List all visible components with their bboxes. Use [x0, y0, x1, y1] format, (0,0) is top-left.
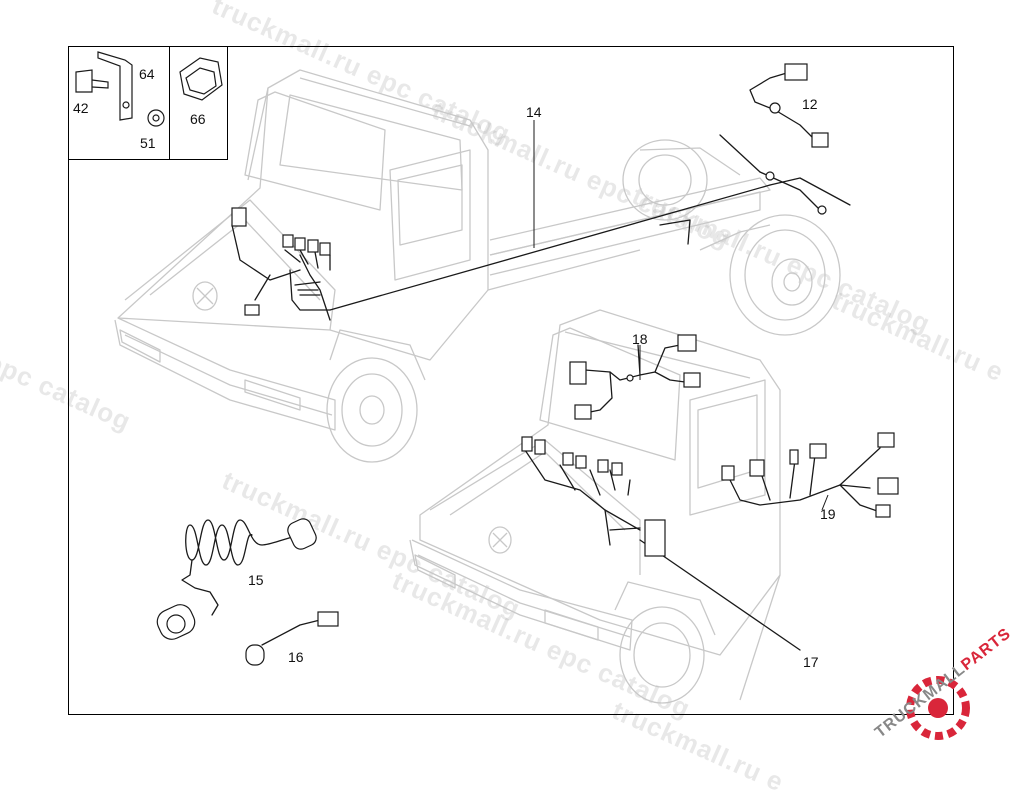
callout-15: 15 [248, 572, 264, 588]
callout-18: 18 [632, 331, 648, 347]
callout-64: 64 [139, 66, 155, 82]
drawing-frame [68, 46, 954, 715]
callout-14: 14 [526, 104, 542, 120]
line-art [75, 51, 899, 704]
callout-19: 19 [820, 506, 836, 522]
callout-17: 17 [803, 654, 819, 670]
brand-logo: TRUCKMALLPARTS [858, 625, 1024, 750]
inset-divider [169, 46, 170, 160]
callout-12: 12 [802, 96, 818, 112]
callout-51: 51 [140, 135, 156, 151]
callout-66: 66 [190, 111, 206, 127]
callout-42: 42 [73, 100, 89, 116]
callout-16: 16 [288, 649, 304, 665]
small-parts-inset [68, 46, 228, 160]
